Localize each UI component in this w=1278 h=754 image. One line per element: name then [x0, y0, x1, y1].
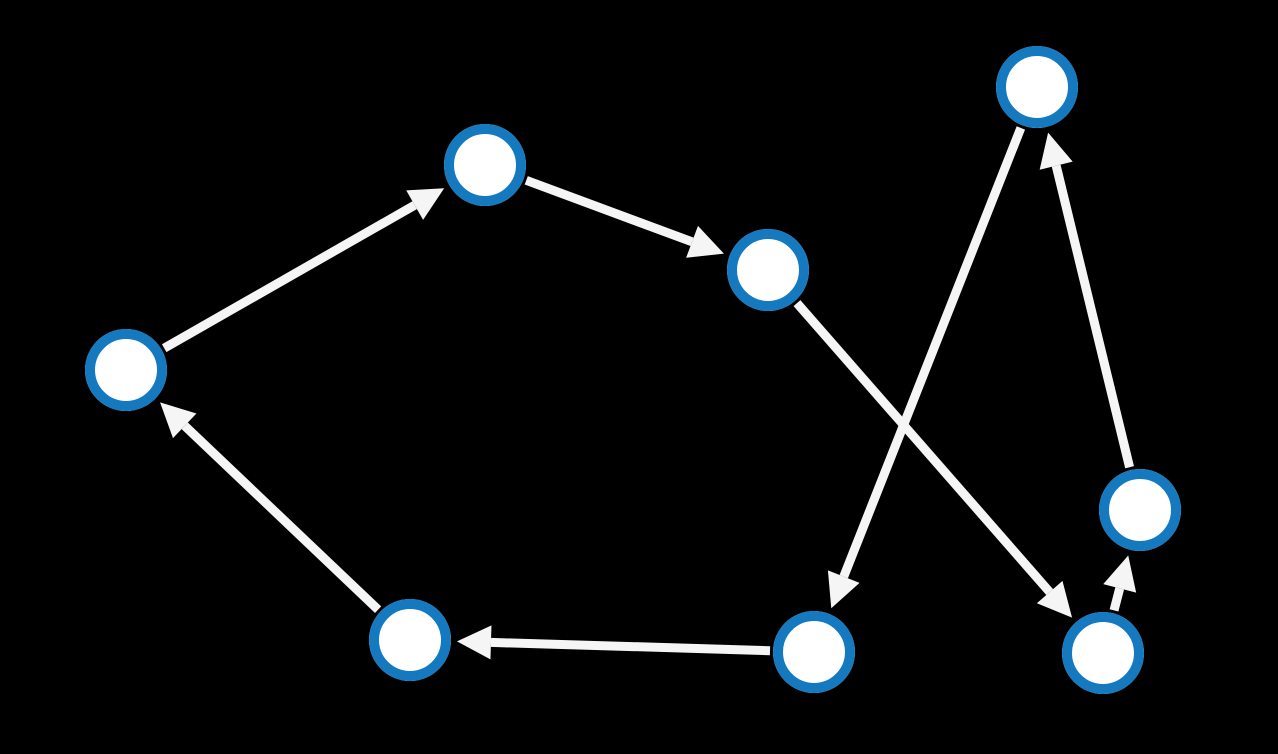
graph-edge-shaft: [839, 126, 1026, 579]
graph-node-fill: [1099, 469, 1181, 551]
graph-edge-shaft: [490, 637, 771, 656]
graph-node-fill: [444, 124, 526, 206]
edges-layer: [160, 126, 1137, 660]
graph-node-ring: [773, 611, 855, 693]
graph-edge[interactable]: [1103, 555, 1137, 612]
graph-edge[interactable]: [160, 402, 382, 613]
graph-edge[interactable]: [1039, 132, 1134, 469]
graph-node[interactable]: [1062, 612, 1144, 694]
graph-edge-arrowhead: [1039, 132, 1073, 170]
graph-node-ring: [1062, 612, 1144, 694]
graph-node[interactable]: [444, 124, 526, 206]
graph-edge[interactable]: [161, 188, 445, 353]
graph-node[interactable]: [85, 329, 167, 411]
graph-edge[interactable]: [456, 625, 771, 660]
graph-edge[interactable]: [793, 300, 1073, 618]
graph-edge-shaft: [793, 300, 1054, 595]
graph-node[interactable]: [727, 229, 809, 311]
graph-edge-arrowhead: [160, 402, 197, 439]
graph-node[interactable]: [1099, 469, 1181, 551]
nodes-layer: [85, 46, 1181, 694]
graph-node-fill: [1062, 612, 1144, 694]
graph-node-ring: [444, 124, 526, 206]
graph-edge-shaft: [1109, 587, 1125, 612]
graph-node-fill: [996, 46, 1078, 128]
graph-node[interactable]: [369, 599, 451, 681]
graph-edge[interactable]: [827, 126, 1026, 609]
graph-edge-shaft: [181, 422, 382, 613]
graph-node-fill: [773, 611, 855, 693]
graph-node[interactable]: [773, 611, 855, 693]
graph-node-ring: [85, 329, 167, 411]
graph-node[interactable]: [996, 46, 1078, 128]
graph-edge-shaft: [1051, 164, 1134, 469]
graph-node-ring: [996, 46, 1078, 128]
graph-node-ring: [727, 229, 809, 311]
graph-edge-arrowhead: [1036, 580, 1073, 618]
graph-node-ring: [369, 599, 451, 681]
graph-node-fill: [85, 329, 167, 411]
graph-node-fill: [727, 229, 809, 311]
graph-node-ring: [1099, 469, 1181, 551]
graph-edge-arrowhead: [686, 225, 724, 258]
graph-edge-shaft: [161, 201, 417, 353]
graph-edge-shaft: [524, 176, 694, 247]
graph-edge[interactable]: [524, 176, 724, 258]
graph-edge-arrowhead: [827, 570, 860, 609]
graph-node-fill: [369, 599, 451, 681]
graph-edge-arrowhead: [1103, 555, 1137, 593]
graph-edge-arrowhead: [406, 188, 445, 220]
graph-edge-arrowhead: [456, 625, 492, 660]
